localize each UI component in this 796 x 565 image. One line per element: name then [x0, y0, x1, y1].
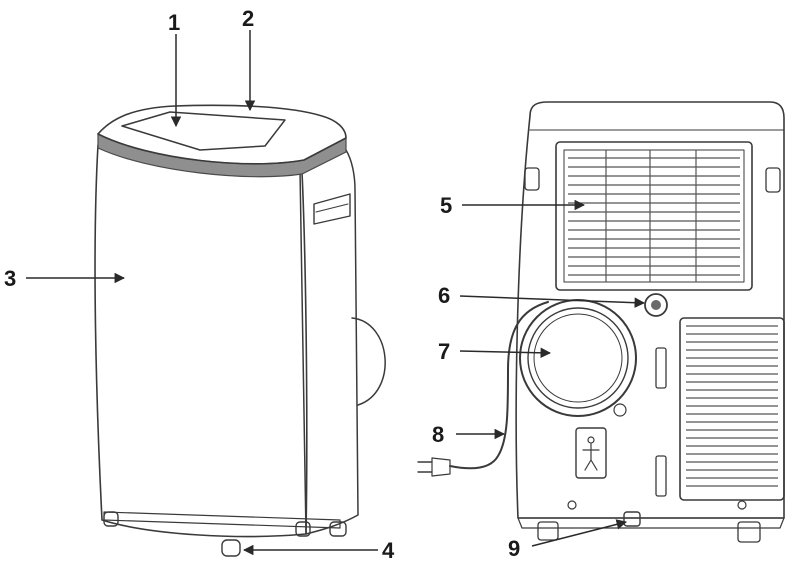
callout-7: 7: [438, 339, 450, 364]
upper-filter-grille: [555, 141, 753, 291]
casters-front: [103, 511, 347, 557]
warning-label-icon: [575, 427, 607, 479]
side-handle-bulge: [351, 317, 386, 406]
callout-3: 3: [4, 266, 16, 291]
callout-4: 4: [382, 538, 395, 563]
exhaust-outlet: [519, 299, 637, 417]
unit-front-body: [94, 144, 308, 538]
back-slot-lower: [655, 455, 667, 497]
callout-8: 8: [432, 422, 444, 447]
leader-9: [531, 519, 628, 547]
callout-lines: [26, 30, 646, 556]
control-panel: [121, 111, 286, 151]
callout-2: 2: [242, 6, 254, 31]
side-handle-slot: [313, 193, 351, 225]
top-lid: [97, 104, 347, 165]
leader-6: [459, 295, 646, 308]
unit-side-face: [299, 149, 359, 535]
back-view: [417, 101, 785, 543]
drain-knob: [644, 293, 668, 317]
hook-right: [765, 167, 781, 193]
lower-filter-grille: [679, 317, 785, 501]
top-band: [97, 133, 347, 178]
small-port: [613, 403, 627, 417]
back-slot-upper: [655, 347, 667, 389]
callout-5: 5: [440, 193, 452, 218]
front-view: [94, 104, 386, 557]
unit-base: [103, 511, 341, 529]
hook-left: [524, 167, 540, 191]
power-cord: [417, 301, 549, 477]
callout-6: 6: [438, 283, 450, 308]
callout-1: 1: [168, 10, 180, 35]
leader-7: [459, 347, 552, 359]
bottom-drain-plug: [623, 511, 641, 527]
callout-numbers: 1 2 3 4 5 6 7 8 9: [4, 6, 520, 563]
casters-back: [537, 500, 761, 543]
callout-9: 9: [508, 536, 520, 561]
back-base: [517, 517, 785, 529]
